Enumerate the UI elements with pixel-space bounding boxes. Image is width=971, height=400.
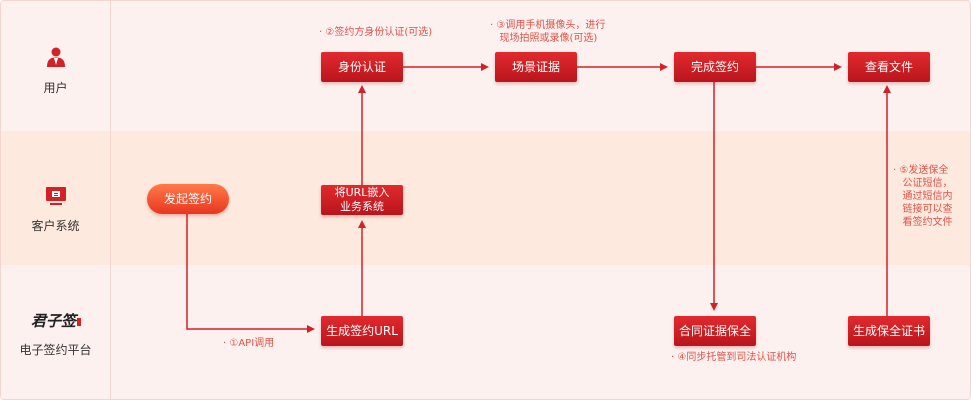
lane-label-platform: 电子签约平台 bbox=[19, 343, 92, 357]
logo-seal-icon bbox=[77, 318, 82, 326]
generate-cert-node: 生成保全证书 bbox=[848, 316, 930, 346]
identity-auth-node: 身份认证 bbox=[321, 52, 403, 82]
embed-url-node: 将URL嵌入 业务系统 bbox=[321, 185, 403, 215]
lane-platform bbox=[1, 265, 970, 399]
logo-text: 君子签 bbox=[31, 312, 77, 330]
note-scene-capture: · ③调用手机摄像头，进行 现场拍照或录像(可选) bbox=[490, 20, 606, 44]
lane-label-client-system: 客户系统 bbox=[31, 219, 80, 233]
complete-signing-node: 完成签约 bbox=[674, 52, 756, 82]
arrow-start-to-generate bbox=[186, 213, 315, 333]
start-signing-node: 发起签约 bbox=[147, 184, 229, 214]
note-api-call: · ①API调用 bbox=[223, 338, 275, 349]
note-judicial-sync: · ④同步托管到司法认证机构 bbox=[671, 352, 797, 363]
junzi-logo: 君子签 bbox=[31, 310, 82, 330]
user-icon bbox=[47, 47, 65, 67]
generate-url-node: 生成签约URL bbox=[321, 316, 403, 346]
note-sms-notify: · ⑤发送保全 公证短信， 通过短信内 链接可以查 看签约文件 bbox=[893, 165, 953, 228]
contract-preserve-node: 合同证据保全 bbox=[674, 316, 756, 346]
monitor-icon bbox=[46, 187, 66, 205]
note-identity-auth: · ②签约方身份认证(可选) bbox=[319, 27, 433, 38]
lane-divider bbox=[110, 1, 111, 399]
view-file-node: 查看文件 bbox=[848, 52, 930, 82]
lane-label-user: 用户 bbox=[43, 81, 68, 95]
scene-evidence-node: 场景证据 bbox=[495, 52, 577, 82]
